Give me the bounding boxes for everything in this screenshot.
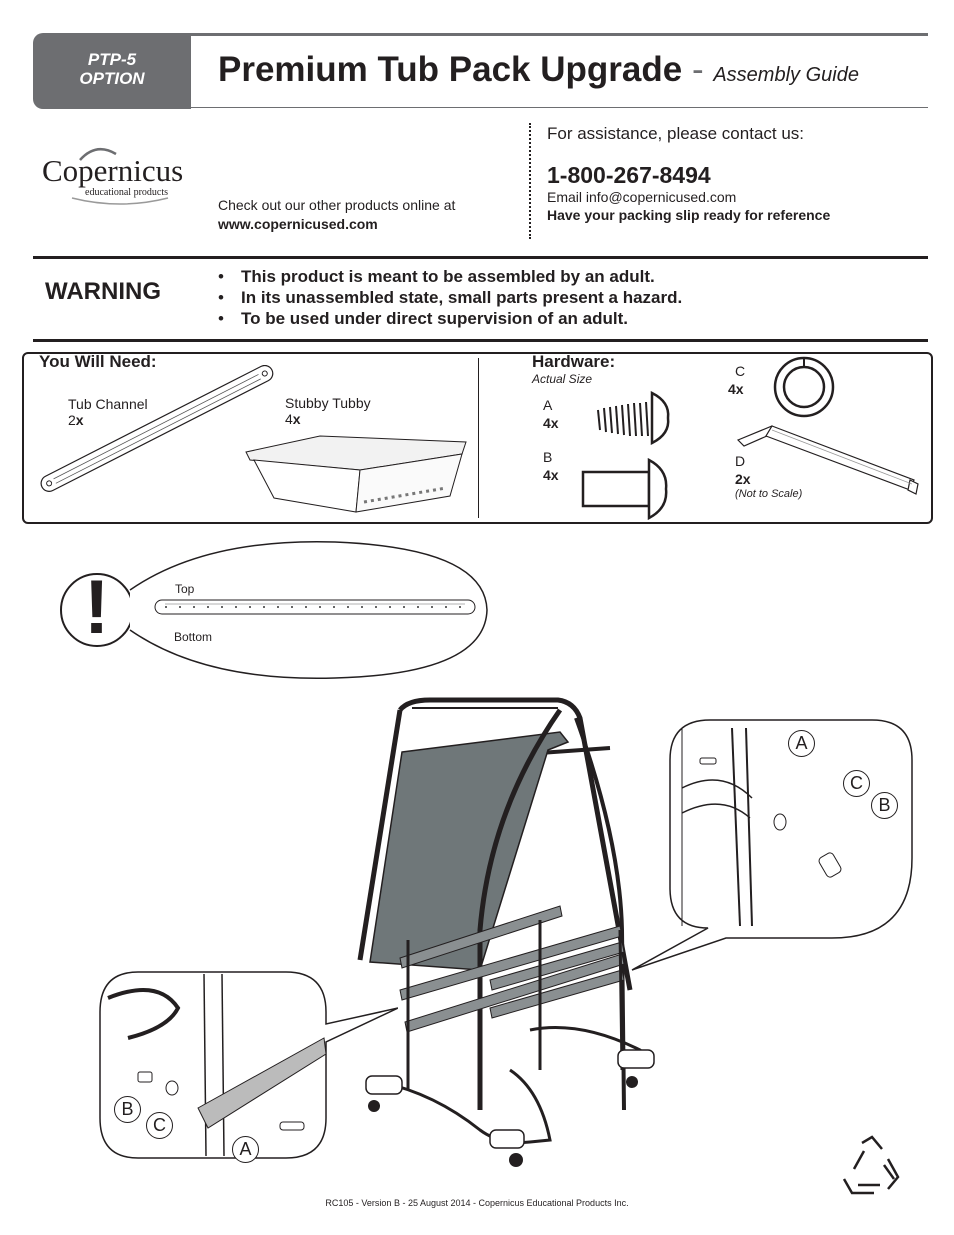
logo-underline-icon xyxy=(71,197,169,205)
tub-channel-label: Tub Channel 2x xyxy=(68,396,148,428)
left-callout-label-c: C xyxy=(146,1112,173,1139)
warning-item: To be used under direct supervision of a… xyxy=(218,308,682,329)
website-note: Check out our other products online at w… xyxy=(218,196,455,234)
tub-channel-illustration-icon xyxy=(40,365,274,492)
warning-rule-bottom xyxy=(33,339,928,342)
hex-key-icon xyxy=(736,425,919,495)
stubby-tubby-name: Stubby Tubby xyxy=(285,395,371,411)
warning-list: This product is meant to be assembled by… xyxy=(218,266,682,329)
right-detail-callout xyxy=(631,719,913,971)
channel-top-label: Top xyxy=(175,582,195,596)
recycle-icon xyxy=(842,1135,900,1195)
packing-slip-note: Have your packing slip ready for referen… xyxy=(547,207,831,223)
email-address[interactable]: Email info@copernicused.com xyxy=(547,189,737,205)
product-code: PTP-5 OPTION xyxy=(33,50,191,88)
hardware-heading: Hardware: xyxy=(532,352,616,371)
bolt-icon xyxy=(581,458,668,520)
hardware-b-qty: 4x xyxy=(543,467,559,483)
hardware-c-qty: 4x xyxy=(728,381,744,397)
logo-wordmark: Copernicus xyxy=(42,153,184,188)
hardware-subtitle: Actual Size xyxy=(532,372,593,386)
tub-channel-name: Tub Channel xyxy=(68,396,148,412)
website-link[interactable]: www.copernicused.com xyxy=(218,216,378,232)
warning-rule-top xyxy=(33,256,928,259)
stubby-tubby-qty-x: x xyxy=(292,411,301,427)
product-code-box xyxy=(33,33,191,109)
product-code-line2: OPTION xyxy=(79,69,145,88)
right-callout-label-c: C xyxy=(843,770,870,797)
hardware-a-letter: A xyxy=(543,397,553,413)
stubby-tubby-qty: 4 xyxy=(285,411,293,427)
easel-assembly-illustration xyxy=(357,697,655,1167)
phone-number: 1-800-267-8494 xyxy=(547,162,711,188)
footer-version: RC105 - Version B - 25 August 2014 - Cop… xyxy=(325,1198,629,1208)
right-callout-label-b: B xyxy=(871,792,898,819)
left-callout-label-a: A xyxy=(232,1136,259,1163)
title-subtitle: Assembly Guide xyxy=(713,64,859,86)
left-detail-callout xyxy=(99,971,398,1159)
hardware-c-letter: C xyxy=(735,363,746,379)
website-intro: Check out our other products online at xyxy=(218,197,456,213)
washer-icon xyxy=(773,356,835,418)
header-rule-bottom xyxy=(191,107,928,108)
header-rule-top xyxy=(191,33,928,36)
screw-icon xyxy=(597,390,670,446)
left-callout-label-b: B xyxy=(114,1096,141,1123)
assist-text: For assistance, please contact us: xyxy=(547,124,805,143)
channel-bottom-label: Bottom xyxy=(174,630,213,644)
logo-swoosh-icon xyxy=(79,147,117,161)
orientation-bubble xyxy=(60,540,488,680)
caution-symbol: ! xyxy=(84,565,110,650)
right-callout-label-a: A xyxy=(788,730,815,757)
hardware-b-letter: B xyxy=(543,449,553,465)
title-separator: - xyxy=(691,50,704,89)
logo-tagline: educational products xyxy=(85,187,169,198)
stubby-tubby-illustration-icon xyxy=(245,435,467,513)
tub-channel-qty-x: x xyxy=(75,412,84,428)
needs-heading: You Will Need: xyxy=(39,352,157,371)
tub-channel-qty: 2 xyxy=(68,412,76,428)
hardware-d-note: (Not to Scale) xyxy=(735,488,803,500)
parts-divider xyxy=(478,358,479,518)
hardware-d-qty: 2x xyxy=(735,471,751,487)
product-code-line1: PTP-5 xyxy=(87,50,137,69)
warning-item: This product is meant to be assembled by… xyxy=(218,266,682,287)
warning-item: In its unassembled state, small parts pr… xyxy=(218,287,682,308)
title-main: Premium Tub Pack Upgrade xyxy=(218,50,683,89)
warning-heading: WARNING xyxy=(45,278,161,305)
parts-box xyxy=(22,352,933,524)
hardware-d-letter: D xyxy=(735,453,746,469)
hardware-a-qty: 4x xyxy=(543,415,559,431)
contact-divider xyxy=(529,123,531,239)
page-title: Premium Tub Pack Upgrade - Assembly Guid… xyxy=(218,50,859,90)
stubby-tubby-label: Stubby Tubby 4x xyxy=(285,395,371,427)
